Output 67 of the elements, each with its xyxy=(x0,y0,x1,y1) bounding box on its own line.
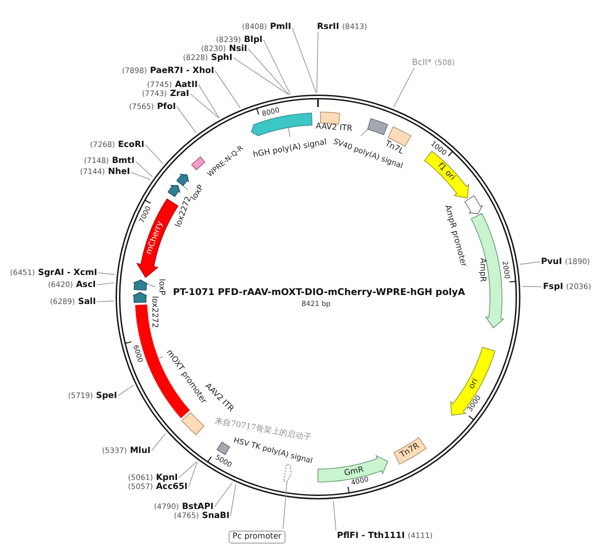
leader-line xyxy=(360,128,368,136)
enzyme-name: PmlI xyxy=(270,22,292,31)
feature-label: GmR xyxy=(343,466,364,478)
enzyme-name: SgrAI - XcmI xyxy=(38,268,98,277)
leader-line xyxy=(198,84,220,118)
feature-label: Tn7R xyxy=(398,442,421,460)
enzyme-name: NheI xyxy=(108,168,130,176)
feature-label: f1 ori xyxy=(436,161,456,183)
leader-line xyxy=(130,172,151,180)
leader-line xyxy=(332,500,336,531)
leader-line xyxy=(144,144,164,164)
leader-line xyxy=(190,93,220,118)
enzyme-name: BstAPI xyxy=(182,502,214,511)
enzyme-name: EcoRI xyxy=(118,140,144,149)
leader-line xyxy=(96,282,114,286)
leader-line xyxy=(316,32,318,93)
leader-line xyxy=(147,284,156,288)
enzyme-name: AscI xyxy=(76,280,96,289)
leader-line xyxy=(263,39,291,95)
leader-line xyxy=(214,70,241,108)
leader-line xyxy=(176,106,196,134)
leader-line xyxy=(230,484,236,516)
leader-line xyxy=(96,300,114,302)
enzyme-name: SalI xyxy=(78,298,96,306)
feature-label: lox2272 xyxy=(150,296,158,328)
leader-line xyxy=(248,48,290,95)
enzyme-name: PvuI xyxy=(541,258,562,266)
leader-line xyxy=(151,433,166,452)
enzyme-name: PflFI - Tth111I xyxy=(337,532,405,540)
plasmid-name: PT-1071 PFD-rAAV-mOXT-DIO-mCherry-WPRE-hGH polyA xyxy=(172,288,466,298)
leader-line xyxy=(232,57,290,96)
leader-line xyxy=(288,127,290,138)
enzyme-name: NsiI xyxy=(228,44,248,53)
enzyme-name: AatII xyxy=(174,80,198,89)
feature-label: ori xyxy=(467,378,480,391)
leader-line xyxy=(292,27,316,93)
leader-line xyxy=(182,185,188,190)
leader-line xyxy=(158,356,164,359)
leader-line xyxy=(178,461,198,478)
enzyme-name: SphI xyxy=(210,54,232,62)
leader-line xyxy=(135,160,153,178)
leader-line xyxy=(118,384,134,396)
enzyme-name: KpnI xyxy=(156,474,178,482)
feature-label: AAV2 ITR xyxy=(315,122,353,134)
feature-label: AmpR xyxy=(478,258,486,282)
leader-line xyxy=(214,482,233,508)
enzyme-name: ZraI xyxy=(170,90,190,98)
feature-label: Pc promoter xyxy=(228,530,286,544)
leader-line xyxy=(393,68,415,108)
leader-line xyxy=(98,272,116,275)
enzyme-name: PfoI xyxy=(156,102,176,111)
enzyme-name: SpeI xyxy=(96,392,118,400)
enzyme-name: FspI xyxy=(543,282,564,291)
enzyme-name: MluI xyxy=(130,446,151,455)
enzyme-name: BlpI xyxy=(244,36,263,44)
leader-line xyxy=(522,286,542,288)
enzyme-name: SnaBI xyxy=(202,512,230,520)
feature-label: hGH poly(A) signal xyxy=(252,138,328,160)
leader-line xyxy=(519,261,540,265)
enzyme-name: BclI* xyxy=(412,58,432,67)
enzyme-name: Acc65I xyxy=(156,482,188,491)
leader-line xyxy=(188,462,198,488)
feature-label: loxP xyxy=(156,278,166,296)
enzyme-name: PaeR7I - XhoI xyxy=(150,66,214,75)
leader-line xyxy=(282,481,288,530)
enzyme-name: RsrII xyxy=(317,22,340,31)
enzyme-name: BmtI xyxy=(112,157,135,166)
